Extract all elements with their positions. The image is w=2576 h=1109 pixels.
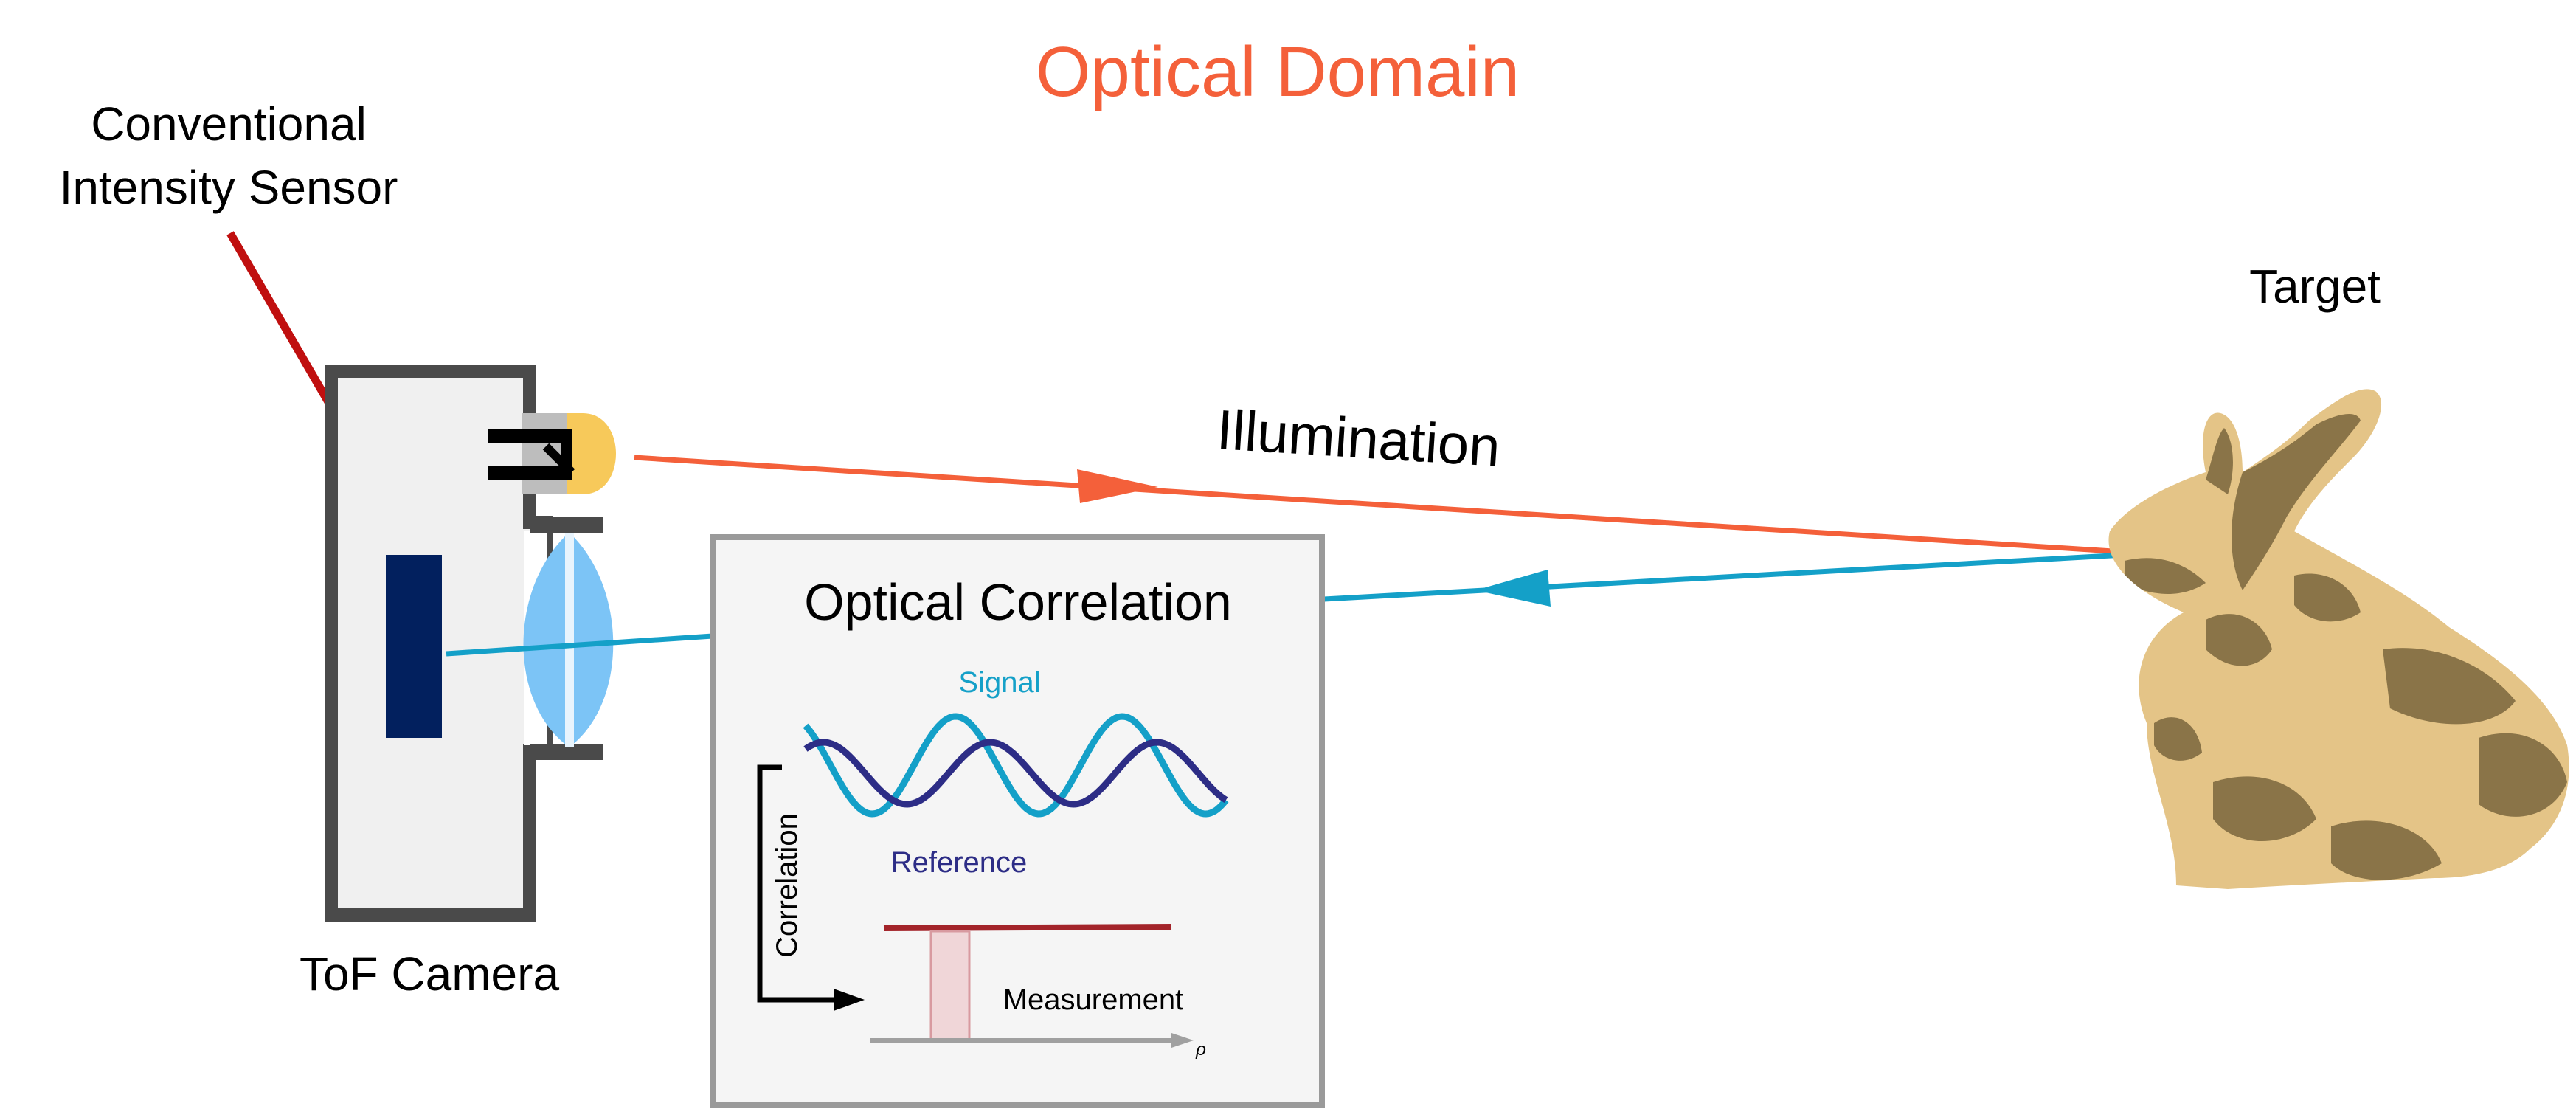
camera-lens-mount-top	[530, 517, 603, 533]
lens-icon	[523, 533, 614, 747]
measurement-label: Measurement	[1003, 984, 1184, 1016]
stanford-bunny-icon	[2108, 389, 2569, 889]
optical-correlation-box	[710, 534, 1325, 1108]
measurement-level-line	[883, 924, 1172, 931]
signal-wave	[803, 713, 1229, 818]
intensity-sensor	[386, 555, 442, 738]
signal-label: Signal	[958, 666, 1040, 699]
illumination-arrowhead	[1077, 469, 1158, 503]
reference-label: Reference	[891, 846, 1028, 879]
page-title: Optical Domain	[1036, 32, 1520, 111]
correlation-axis	[757, 764, 841, 1003]
sensor-label-line2: Intensity Sensor	[60, 161, 398, 214]
correlation-axis-arrowhead	[834, 989, 865, 1011]
reference-wave	[803, 739, 1228, 808]
optical-correlation-title: Optical Correlation	[804, 573, 1232, 631]
correlation-axis-label: Correlation	[771, 813, 803, 958]
return-arrowhead	[1475, 570, 1551, 607]
led-icon	[488, 413, 616, 494]
sensor-label-line1: Conventional	[91, 97, 367, 151]
return-ray-outer	[1323, 552, 2125, 602]
target-label: Target	[2249, 260, 2381, 313]
camera-label: ToF Camera	[300, 947, 560, 1001]
camera-lens-mount-bottom	[530, 744, 603, 760]
return-ray-inner	[446, 633, 713, 657]
illumination-ray	[634, 455, 2125, 555]
illumination-label: Illumination	[1215, 398, 1502, 479]
rho-axis-arrowhead	[1171, 1033, 1194, 1048]
measurement-bar	[929, 930, 971, 1042]
rho-label: ρ	[1195, 1040, 1206, 1060]
